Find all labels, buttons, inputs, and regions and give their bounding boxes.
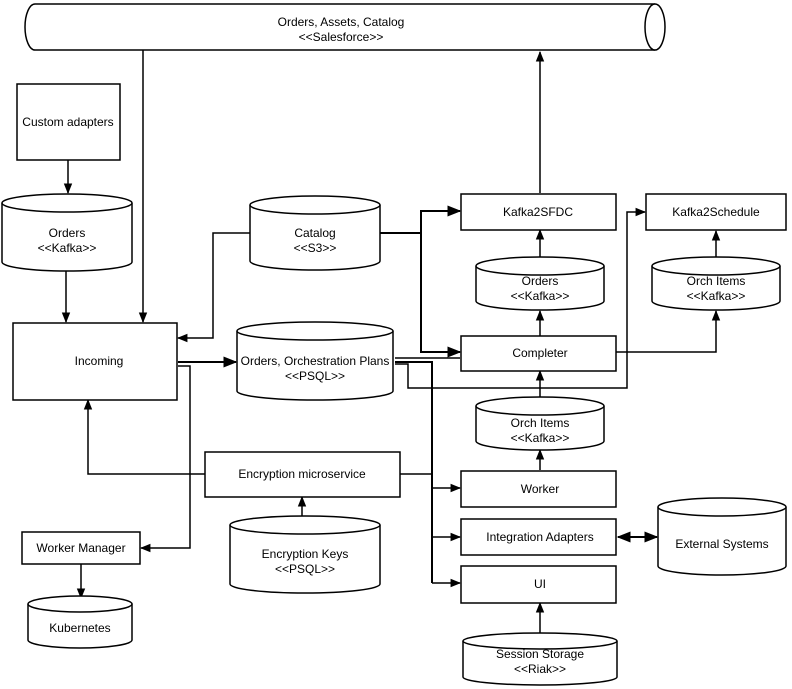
orders-kafka-right-stereotype: <<Kafka>> [511, 289, 570, 303]
ui-box: UI [460, 565, 617, 604]
integration-adapters-box: Integration Adapters [460, 518, 617, 556]
kubernetes-datastore: Kubernetes [27, 595, 133, 649]
salesforce-datastore: Orders, Assets, Catalog <<Salesforce>> [24, 3, 666, 51]
completer-label: Completer [512, 346, 567, 360]
encryption-microservice-box: Encryption microservice [204, 451, 401, 498]
encryption-keys-title: Encryption Keys [262, 547, 349, 561]
edge-orders-psql-to-kafka2schedule [395, 207, 647, 389]
orch-items-top-stereotype: <<Kafka>> [687, 289, 746, 303]
orders-kafka-right-datastore: Orders <<Kafka>> [475, 256, 605, 311]
orders-psql-title: Orders, Orchestration Plans [241, 354, 390, 368]
worker-box: Worker [460, 470, 617, 508]
orch-items-kafka-top-datastore: Orch Items <<Kafka>> [651, 256, 781, 311]
external-systems-label: External Systems [675, 537, 768, 551]
completer-box: Completer [460, 335, 617, 372]
kubernetes-label: Kubernetes [49, 621, 110, 635]
external-systems-datastore: External Systems [657, 497, 787, 576]
orch-items-mid-title: Orch Items [511, 416, 570, 430]
kafka2schedule-box: Kafka2Schedule [645, 193, 787, 231]
ui-label: UI [534, 577, 546, 591]
edge-catalog-to-kafka2sfdc [380, 205, 462, 234]
orders-kafka-left-stereotype: <<Kafka>> [38, 241, 97, 255]
salesforce-stereotype: <<Salesforce>> [299, 30, 384, 44]
worker-manager-box: Worker Manager [21, 531, 141, 565]
encryption-keys-stereotype: <<PSQL>> [275, 562, 335, 576]
edge-catalog-to-incoming [176, 232, 250, 343]
catalog-title: Catalog [294, 226, 335, 240]
orch-items-mid-stereotype: <<Kafka>> [511, 431, 570, 445]
salesforce-title: Orders, Assets, Catalog [278, 15, 405, 29]
edge-catalog-to-completer [420, 233, 462, 358]
edge-encryption-to-incoming [83, 398, 205, 475]
edges [61, 50, 721, 636]
orders-kafka-left-title: Orders [49, 226, 86, 240]
session-storage-stereotype: <<Riak>> [514, 662, 566, 676]
catalog-datastore: Catalog <<S3>> [249, 195, 381, 271]
orders-psql-stereotype: <<PSQL>> [285, 369, 345, 383]
incoming-box: Incoming [12, 322, 178, 401]
orders-psql-datastore: Orders, Orchestration Plans <<PSQL>> [236, 321, 394, 401]
kafka2schedule-label: Kafka2Schedule [672, 205, 760, 219]
edge-incoming-to-worker-manager [139, 365, 191, 553]
session-storage-datastore: Session Storage <<Riak>> [462, 632, 618, 686]
custom-adapters-box: Custom adapters [16, 83, 121, 161]
session-storage-title: Session Storage [496, 647, 584, 661]
orders-kafka-left-datastore: Orders <<Kafka>> [1, 193, 133, 272]
encryption-microservice-label: Encryption microservice [238, 467, 366, 481]
custom-adapters-label: Custom adapters [22, 115, 113, 129]
worker-manager-label: Worker Manager [36, 541, 125, 555]
orch-items-kafka-mid-datastore: Orch Items <<Kafka>> [475, 396, 605, 451]
catalog-stereotype: <<S3>> [294, 241, 337, 255]
incoming-label: Incoming [75, 354, 124, 368]
edge-completer-to-orch-items [616, 309, 721, 353]
worker-label: Worker [521, 482, 559, 496]
edge-orders-psql-bus [395, 361, 433, 583]
kafka2sfdc-label: Kafka2SFDC [503, 205, 573, 219]
integration-adapters-label: Integration Adapters [486, 530, 593, 544]
kafka2sfdc-box: Kafka2SFDC [460, 193, 617, 231]
orders-kafka-right-title: Orders [522, 274, 559, 288]
orch-items-top-title: Orch Items [687, 274, 746, 288]
encryption-keys-datastore: Encryption Keys <<PSQL>> [229, 515, 381, 594]
